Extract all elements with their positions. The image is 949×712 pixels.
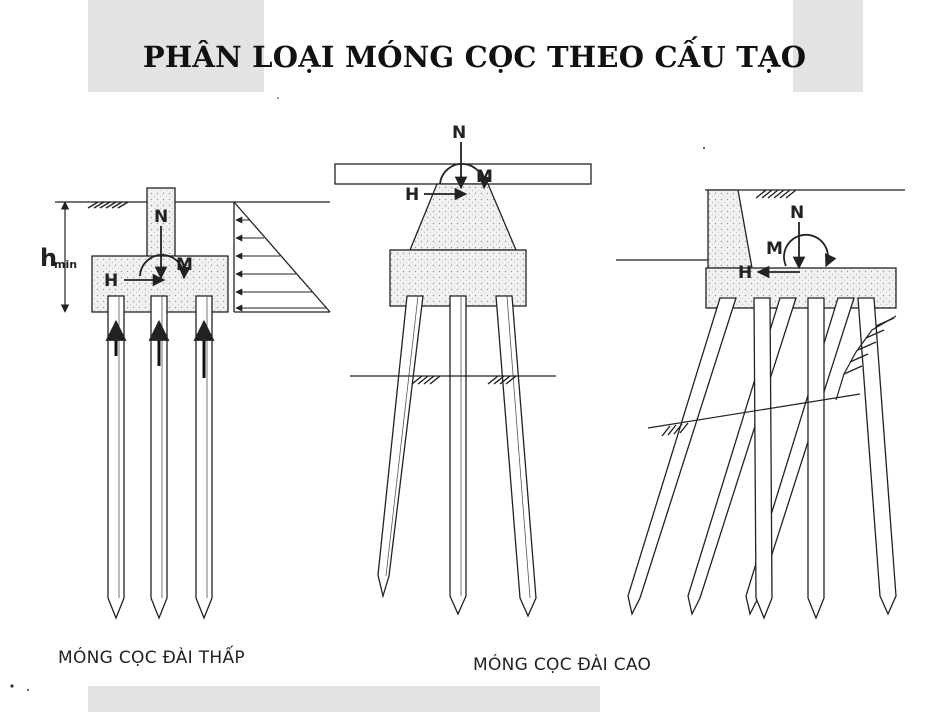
moment-arrow-right bbox=[783, 234, 837, 268]
caption-high-cap: MÓNG CỌC ĐÀI CAO bbox=[473, 655, 652, 675]
soil-hatch bbox=[843, 317, 895, 375]
n-label-left: N bbox=[154, 207, 168, 227]
pile-right-1 bbox=[627, 297, 737, 616]
h-force-label-left: H bbox=[104, 271, 118, 291]
pile-mid-3 bbox=[495, 295, 537, 618]
deco-panel-top-right bbox=[793, 0, 863, 92]
h-force-label-mid: H bbox=[405, 185, 419, 205]
pile-right-6 bbox=[857, 297, 897, 616]
high-cap-foundation: N M H bbox=[334, 123, 592, 618]
pile-right-4 bbox=[753, 297, 773, 620]
pile-left-1 bbox=[107, 295, 125, 620]
deco-panel-top-left bbox=[88, 0, 264, 92]
pile-mid-1-edge bbox=[385, 295, 419, 577]
slope-bank bbox=[835, 315, 897, 401]
pile-right-5 bbox=[807, 297, 825, 620]
earth-pressure-diagram bbox=[233, 201, 331, 313]
m-label-left: M bbox=[176, 255, 193, 275]
soil-hatch bbox=[755, 189, 797, 199]
m-label-mid: M bbox=[476, 167, 493, 187]
pile-right-2 bbox=[687, 297, 797, 616]
soil-hatch bbox=[87, 201, 129, 209]
scan-specks bbox=[10, 97, 705, 691]
raked-pile-foundation: N M H bbox=[616, 189, 905, 620]
moment-arrow-left bbox=[139, 254, 191, 280]
m-label-right: M bbox=[766, 239, 783, 259]
min-subscript: min bbox=[54, 258, 77, 271]
pile-mid-3-edge bbox=[506, 295, 531, 599]
soil-hatch bbox=[411, 375, 517, 385]
page-title: PHÂN LOẠI MÓNG CỌC THEO CẤU TẠO bbox=[142, 40, 807, 74]
n-label-mid: N bbox=[452, 123, 466, 143]
moment-arrow-mid bbox=[439, 163, 492, 190]
h-force-label-right: H bbox=[738, 263, 752, 283]
n-label-right: N bbox=[790, 203, 804, 223]
sloped-ground-line bbox=[647, 393, 861, 429]
caption-low-cap: MÓNG CỌC ĐÀI THẤP bbox=[58, 648, 245, 668]
low-cap-foundation: h min N M H bbox=[40, 187, 331, 620]
pile-left-3 bbox=[195, 295, 213, 620]
deco-panel-bottom bbox=[88, 686, 600, 712]
pile-left-2 bbox=[150, 295, 168, 620]
deck-slab bbox=[334, 163, 592, 185]
h-label: h bbox=[40, 244, 57, 272]
pile-mid-2 bbox=[449, 295, 467, 616]
soil-hatch bbox=[661, 422, 689, 437]
retaining-wall bbox=[707, 189, 753, 269]
